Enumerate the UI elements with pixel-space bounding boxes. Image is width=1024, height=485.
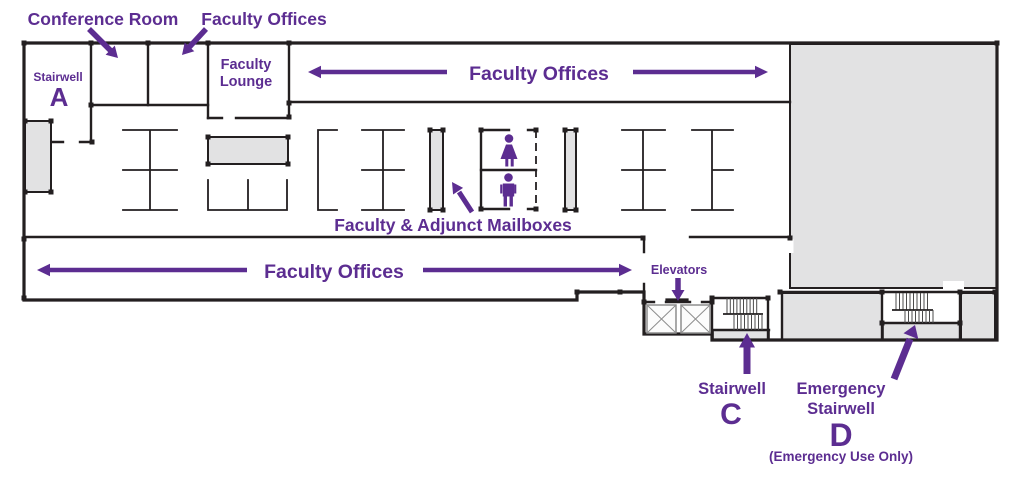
stairwell-d-landing-strip bbox=[882, 322, 961, 341]
large-unlabeled-area bbox=[789, 43, 998, 289]
elevators-label: Elevators bbox=[651, 263, 707, 277]
mailbox-bank bbox=[429, 129, 444, 211]
labels: Conference Room Faculty Offices Stairwel… bbox=[28, 9, 913, 464]
mailboxes-label: Faculty & Adjunct Mailboxes bbox=[334, 215, 572, 235]
stairwell-c-arrow bbox=[739, 333, 755, 374]
partition-2 bbox=[207, 179, 288, 211]
elevators-arrow bbox=[671, 278, 685, 301]
conference-room-arrow bbox=[87, 27, 118, 58]
gray-room-left-of-stairwell-d bbox=[781, 292, 883, 341]
arrows bbox=[37, 27, 919, 381]
womens-restroom-icon bbox=[500, 134, 518, 167]
cubicle-partitions bbox=[122, 129, 734, 211]
stairwell-d-note: (Emergency Use Only) bbox=[769, 449, 913, 464]
doorway-notch bbox=[786, 239, 794, 253]
corridor-lower-label: Faculty Offices bbox=[264, 261, 404, 283]
stairwell-c-label: Stairwell bbox=[698, 380, 766, 398]
stairwell-a-stairs-block bbox=[24, 120, 52, 193]
faculty-lounge-label-line1: Faculty bbox=[221, 57, 272, 73]
mens-restroom-icon bbox=[500, 173, 517, 207]
partition-block bbox=[564, 129, 577, 211]
gray-room-right-of-stairwell-d bbox=[960, 292, 996, 341]
stairwell-d-letter: D bbox=[829, 417, 852, 453]
corridor-lower-left-arrow bbox=[37, 263, 247, 277]
room-block-below-lounge bbox=[207, 136, 289, 165]
stairwell-c-letter: C bbox=[720, 398, 742, 431]
stairwell-c-stairs-icon bbox=[723, 298, 763, 330]
corridor-lower-right-arrow bbox=[423, 263, 632, 277]
corridor-upper-right-arrow bbox=[633, 65, 768, 79]
stairwell-d-label-line2: Stairwell bbox=[807, 400, 875, 418]
partition-4 bbox=[361, 129, 405, 211]
gray-rooms bbox=[24, 43, 998, 341]
partition-3 bbox=[317, 129, 338, 211]
partition-1 bbox=[122, 129, 178, 211]
partition-5 bbox=[621, 129, 666, 211]
stairwell-d-label-line1: Emergency bbox=[797, 380, 887, 398]
corridor-upper-left-arrow bbox=[308, 65, 447, 79]
faculty-offices-top-label: Faculty Offices bbox=[201, 9, 327, 29]
elevator-x bbox=[646, 304, 677, 334]
stairwell-a-letter: A bbox=[50, 82, 69, 112]
faculty-offices-label-arrow bbox=[182, 27, 209, 55]
stairwell-d-arrow bbox=[890, 325, 919, 381]
elevator-x bbox=[680, 304, 711, 334]
partition-6 bbox=[691, 129, 734, 211]
conference-room-label: Conference Room bbox=[28, 9, 179, 29]
restrooms bbox=[479, 128, 538, 211]
faculty-lounge-label-line2: Lounge bbox=[220, 74, 272, 90]
corridor-upper-label: Faculty Offices bbox=[469, 63, 609, 85]
exterior-walls bbox=[22, 41, 999, 342]
mailboxes-arrow bbox=[452, 182, 475, 214]
stairwell-d-stairs-icon bbox=[892, 293, 934, 323]
stairwell-a-label: Stairwell bbox=[33, 70, 82, 84]
wall-joint-nodes bbox=[21, 40, 1000, 326]
doorway-notch bbox=[943, 281, 964, 289]
elevator-bank bbox=[642, 298, 714, 334]
south-wing-dividers bbox=[780, 290, 962, 342]
